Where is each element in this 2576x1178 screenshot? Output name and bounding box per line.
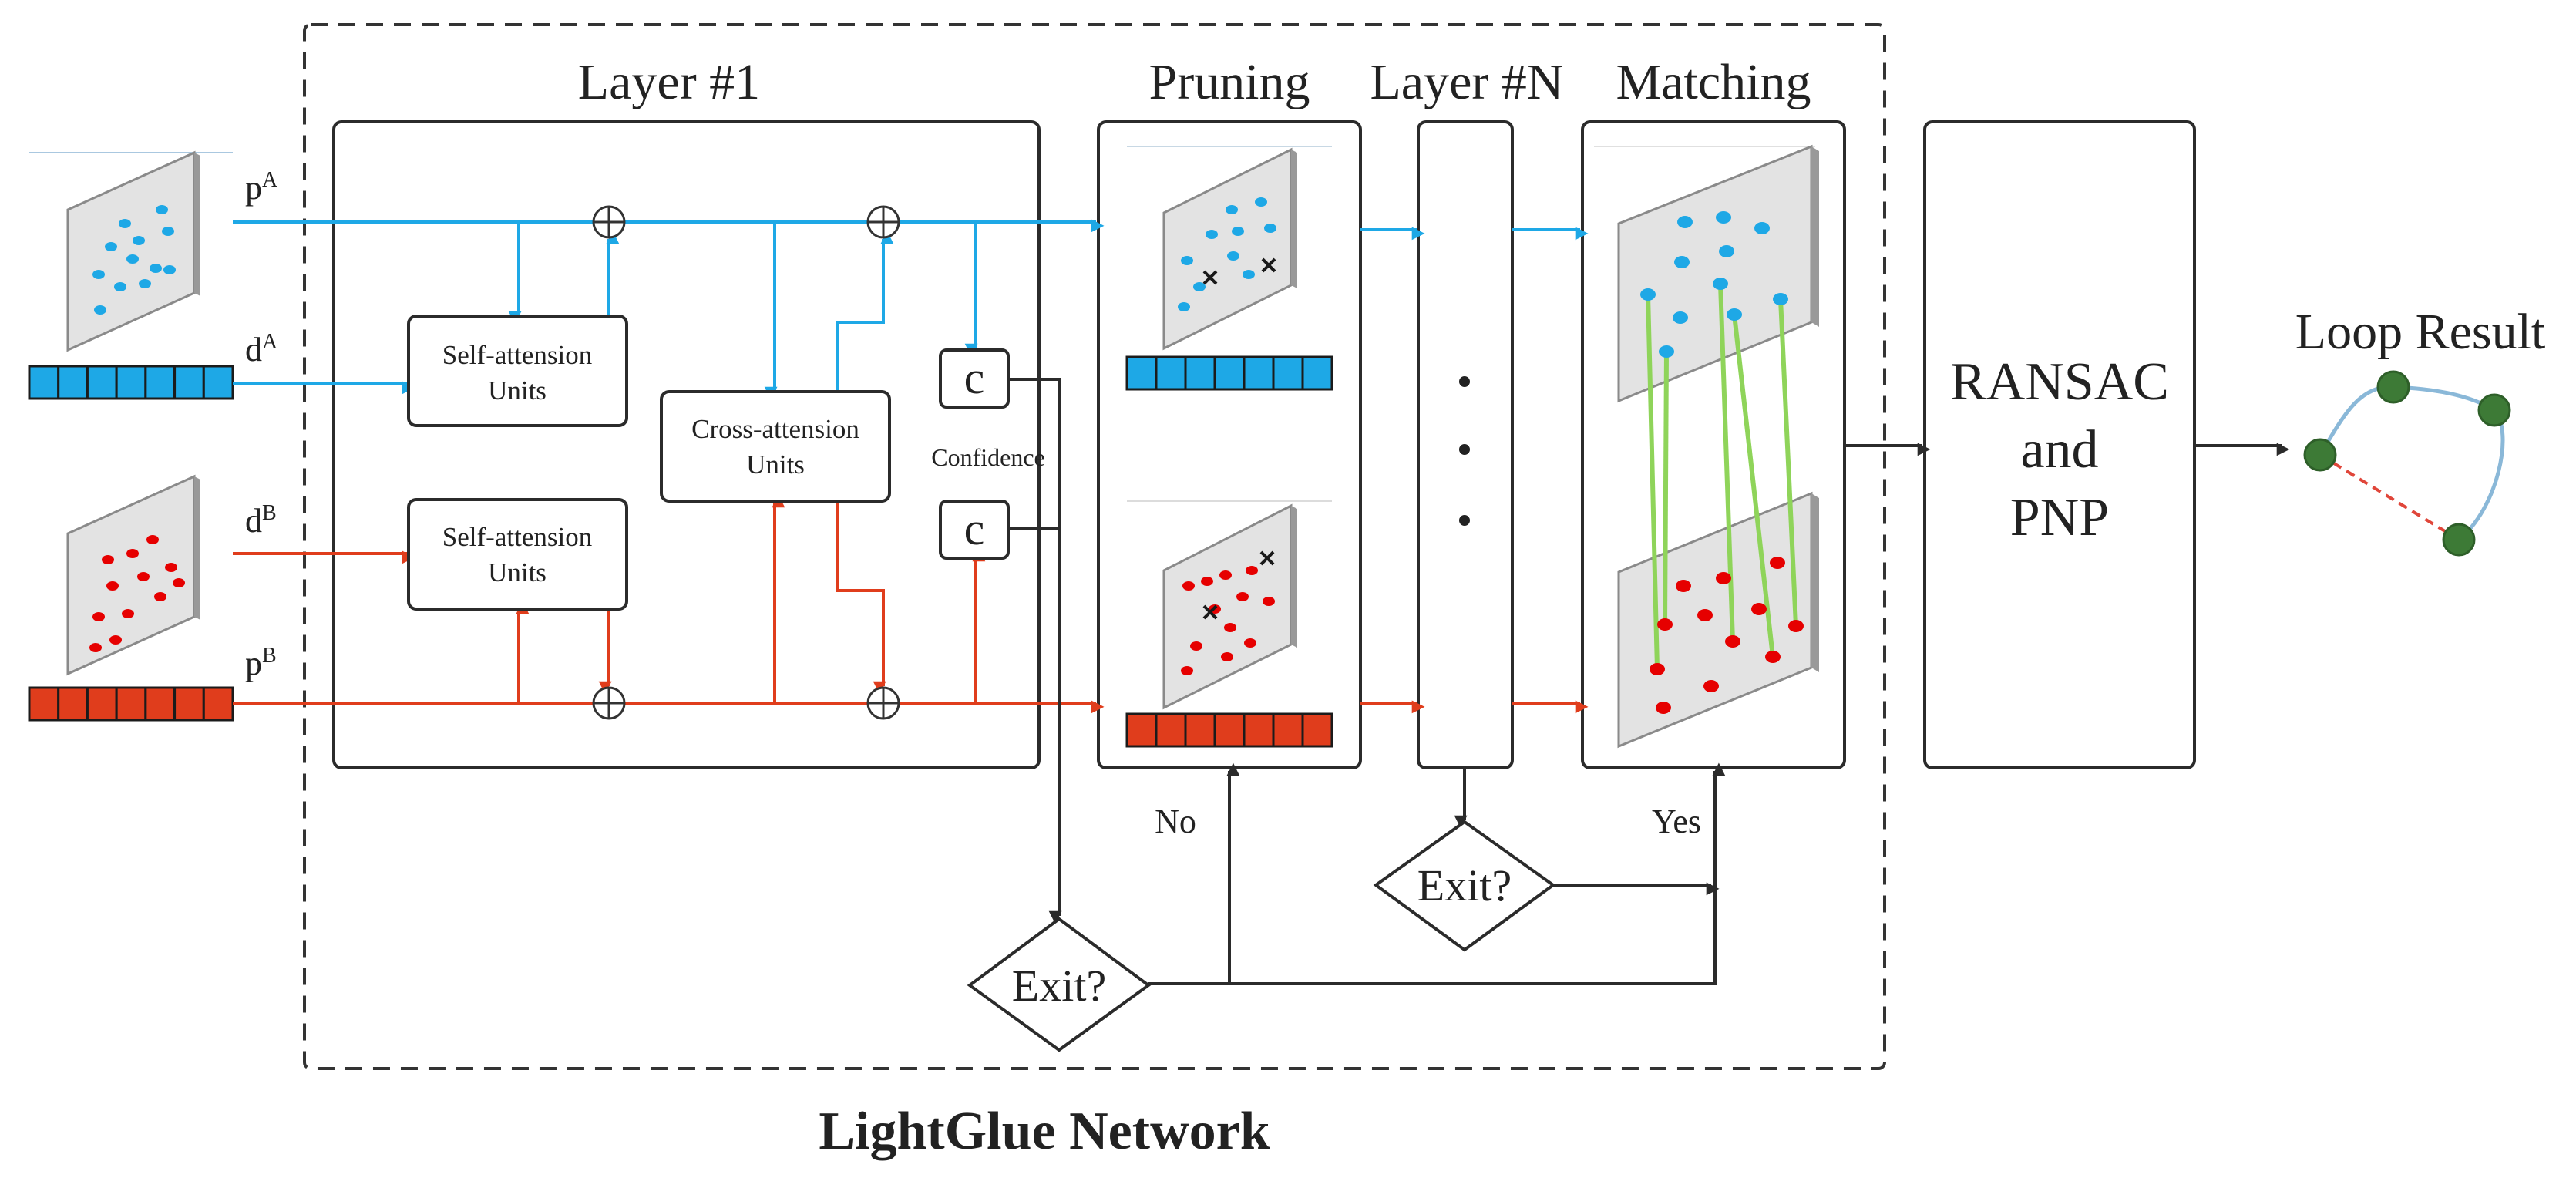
descriptor-cell: [1272, 712, 1304, 748]
confidence-label: Confidence: [931, 443, 1045, 471]
ransac-line2: and: [2020, 420, 2098, 480]
cross-attention-line1: Cross-attension: [691, 414, 859, 444]
descriptor-cell: [86, 365, 118, 400]
layerN-title: Layer #N: [1370, 54, 1563, 110]
descriptor-cell: [1213, 355, 1246, 391]
pruned-image-a: [1127, 146, 1332, 351]
cross-attention-line2: Units: [746, 449, 805, 480]
descriptor-cell: [202, 686, 234, 722]
loop-result-title: Loop Result: [2295, 304, 2546, 360]
sum-node-icon: [592, 205, 626, 239]
loop-graph-icon: [2303, 370, 2511, 557]
lightglue-network-frame: [303, 23, 1886, 1070]
decision-flow: [1008, 378, 2290, 985]
self-attention-a-line2: Units: [488, 375, 546, 406]
dB-label: dB: [245, 501, 277, 540]
dA-label: dA: [245, 330, 278, 369]
pB-label: pB: [245, 644, 277, 682]
exit-decision-2: [1373, 820, 1556, 952]
self-attention-a-box: [407, 315, 628, 427]
descriptor-cell: [1155, 712, 1187, 748]
descriptor-cell: [144, 365, 177, 400]
descriptor-cell: [57, 365, 89, 400]
descriptor-cell: [115, 686, 147, 722]
cross-attention-box: [660, 390, 891, 503]
sum-node-icon: [866, 686, 900, 720]
descriptor-cell: [1213, 712, 1246, 748]
descriptor-cell: [144, 686, 177, 722]
self-attention-a-line1: Self-attension: [442, 340, 592, 370]
descriptor-cell: [1243, 355, 1275, 391]
ransac-line1: RANSAC: [1950, 352, 2169, 412]
descriptor-cell: [86, 686, 118, 722]
layer1-title: Layer #1: [578, 54, 760, 110]
blue-flow: [233, 219, 1589, 400]
descriptor-vector-icon: [1125, 712, 1333, 748]
descriptor-cell: [1272, 355, 1304, 391]
descriptor-cell: [1301, 712, 1333, 748]
keypoint-image-icon: [29, 150, 233, 352]
red-flow: [233, 494, 1589, 714]
confidence-c-bottom: c: [964, 503, 985, 554]
network-caption: LightGlue Network: [819, 1102, 1270, 1161]
descriptor-cell: [1155, 355, 1187, 391]
exit-1-label: Exit?: [1012, 961, 1106, 1011]
descriptor-cell: [1243, 712, 1275, 748]
no-label: No: [1155, 803, 1196, 840]
descriptor-cell: [202, 365, 234, 400]
self-attention-b-box: [407, 498, 628, 611]
ransac-line3: PNP: [2010, 488, 2109, 547]
descriptor-vector-icon: [1125, 355, 1333, 391]
keypoint-image-icon: [66, 474, 200, 676]
descriptor-cell: [1184, 355, 1216, 391]
descriptor-cell: [1125, 355, 1158, 391]
matching-images: [1594, 144, 1819, 749]
pA-label: pA: [245, 168, 278, 207]
descriptor-cell: [1184, 712, 1216, 748]
self-attention-b-line2: Units: [488, 557, 546, 587]
pruned-image-b: [1127, 500, 1332, 710]
layerN-ellipsis: [1459, 376, 1470, 526]
descriptor-cell: [1125, 712, 1158, 748]
self-attention-b-line1: Self-attension: [442, 522, 592, 552]
descriptor-cell: [115, 365, 147, 400]
pruning-title: Pruning: [1148, 54, 1310, 110]
exit-decision-1: [967, 917, 1152, 1052]
descriptor-vector-icon: [28, 686, 234, 722]
sum-node-icon: [866, 205, 900, 239]
descriptor-cell: [173, 365, 205, 400]
sum-node-icon: [592, 686, 626, 720]
descriptor-cell: [28, 686, 60, 722]
descriptor-cell: [1301, 355, 1333, 391]
exit-2-label: Exit?: [1417, 860, 1512, 910]
descriptor-cell: [57, 686, 89, 722]
descriptor-cell: [28, 365, 60, 400]
matching-title: Matching: [1616, 54, 1811, 110]
descriptor-cell: [173, 686, 205, 722]
yes-label: Yes: [1652, 803, 1701, 840]
descriptor-vector-icon: [28, 365, 234, 400]
confidence-c-top: c: [964, 352, 985, 403]
